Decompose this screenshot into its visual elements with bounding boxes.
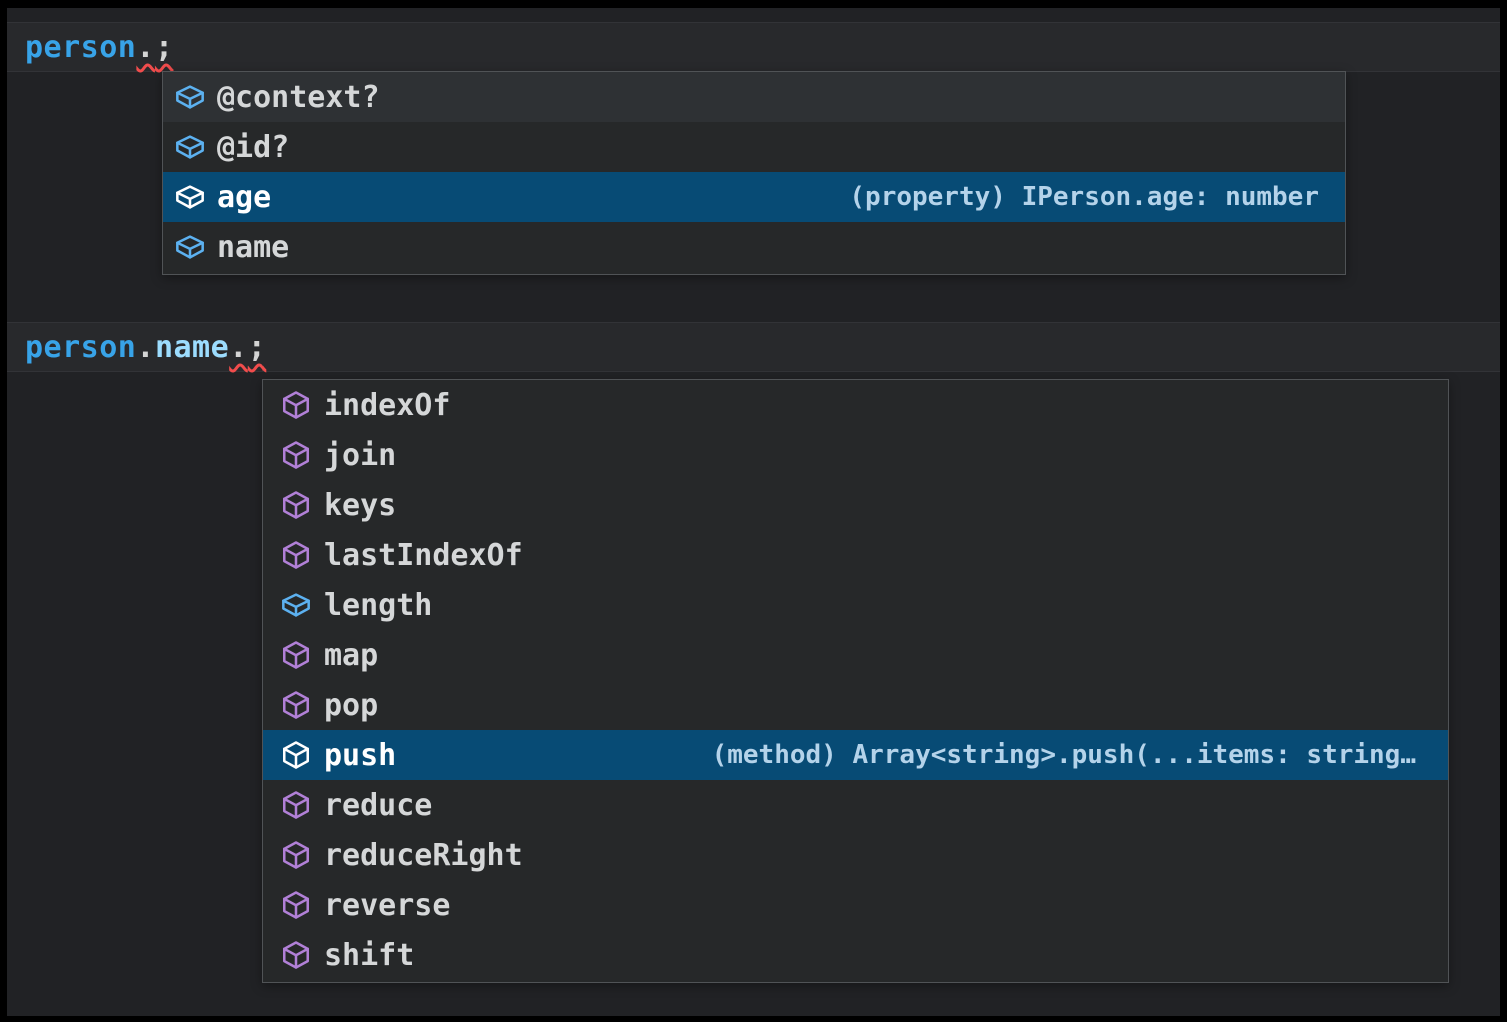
suggest-item-id[interactable]: @id? — [163, 122, 1345, 172]
suggest-item-label: shift — [324, 938, 414, 973]
suggest-widget-person-name: indexOf join keys lastIndexOf length map pop pu… — [262, 379, 1449, 983]
symbol-method-icon — [280, 389, 312, 421]
suggest-item-name[interactable]: name — [163, 222, 1345, 272]
suggest-item-label: push — [324, 738, 396, 773]
code-editor[interactable]: person.; person.name.; @context?@id?age(… — [7, 8, 1500, 1016]
suggest-item-label: lastIndexOf — [324, 538, 523, 573]
suggest-item-label: reduceRight — [324, 838, 523, 873]
suggest-item-length[interactable]: length — [263, 580, 1448, 630]
suggest-item-pop[interactable]: pop — [263, 680, 1448, 730]
suggest-item-context[interactable]: @context? — [163, 72, 1345, 122]
suggest-item-label: name — [217, 230, 289, 265]
symbol-method-icon — [280, 789, 312, 821]
code-line-person-name[interactable]: person.name.; — [25, 323, 266, 371]
suggest-item-label: pop — [324, 688, 378, 723]
suggest-item-label: @id? — [217, 130, 289, 165]
suggest-widget-person: @context? @id? age (property) IPerson.age: … — [162, 71, 1346, 275]
suggest-item-label: age — [217, 180, 271, 215]
symbol-method-icon — [280, 489, 312, 521]
suggest-item-indexof[interactable]: indexOf — [263, 380, 1448, 430]
suggest-item-map[interactable]: map — [263, 630, 1448, 680]
suggest-item-label: @context? — [217, 80, 380, 115]
suggest-item-label: length — [324, 588, 432, 623]
suggest-item-label: keys — [324, 488, 396, 523]
code-token: ; — [155, 30, 174, 65]
suggest-item-shift[interactable]: shift — [263, 930, 1448, 980]
suggest-item-age[interactable]: age (property) IPerson.age: number — [163, 172, 1345, 222]
symbol-method-icon — [280, 639, 312, 671]
symbol-method-icon — [280, 939, 312, 971]
code-token: person — [25, 30, 136, 65]
suggest-item-keys[interactable]: keys — [263, 480, 1448, 530]
suggest-item-detail: (property) IPerson.age: number — [849, 182, 1319, 212]
suggest-item-push[interactable]: push (method) Array<string>.push(...items… — [263, 730, 1448, 780]
symbol-field-icon — [174, 131, 206, 163]
symbol-method-icon — [280, 739, 312, 771]
suggest-item-label: reverse — [324, 888, 450, 923]
symbol-field-icon — [280, 589, 312, 621]
suggest-item-reduce[interactable]: reduce — [263, 780, 1448, 830]
code-token: person — [25, 330, 136, 365]
suggest-item-label: reduce — [324, 788, 432, 823]
code-token: . — [136, 330, 155, 365]
symbol-method-icon — [280, 439, 312, 471]
symbol-method-icon — [280, 889, 312, 921]
current-line-highlight — [7, 22, 1500, 72]
suggest-item-reduceright[interactable]: reduceRight — [263, 830, 1448, 880]
suggest-item-detail: (method) Array<string>.push(...items: st… — [712, 740, 1416, 770]
code-token: ; — [248, 330, 267, 365]
symbol-method-icon — [280, 539, 312, 571]
symbol-field-icon — [174, 181, 206, 213]
suggest-item-label: map — [324, 638, 378, 673]
code-token: . — [136, 30, 155, 65]
code-line-person[interactable]: person.; — [25, 23, 174, 71]
suggest-item-label: indexOf — [324, 388, 450, 423]
symbol-method-icon — [280, 839, 312, 871]
symbol-method-icon — [280, 689, 312, 721]
code-token: name — [155, 330, 229, 365]
suggest-item-label: join — [324, 438, 396, 473]
symbol-field-icon — [174, 231, 206, 263]
suggest-item-join[interactable]: join — [263, 430, 1448, 480]
suggest-item-reverse[interactable]: reverse — [263, 880, 1448, 930]
code-token: . — [229, 330, 248, 365]
symbol-field-icon — [174, 81, 206, 113]
suggest-item-lastindexof[interactable]: lastIndexOf — [263, 530, 1448, 580]
